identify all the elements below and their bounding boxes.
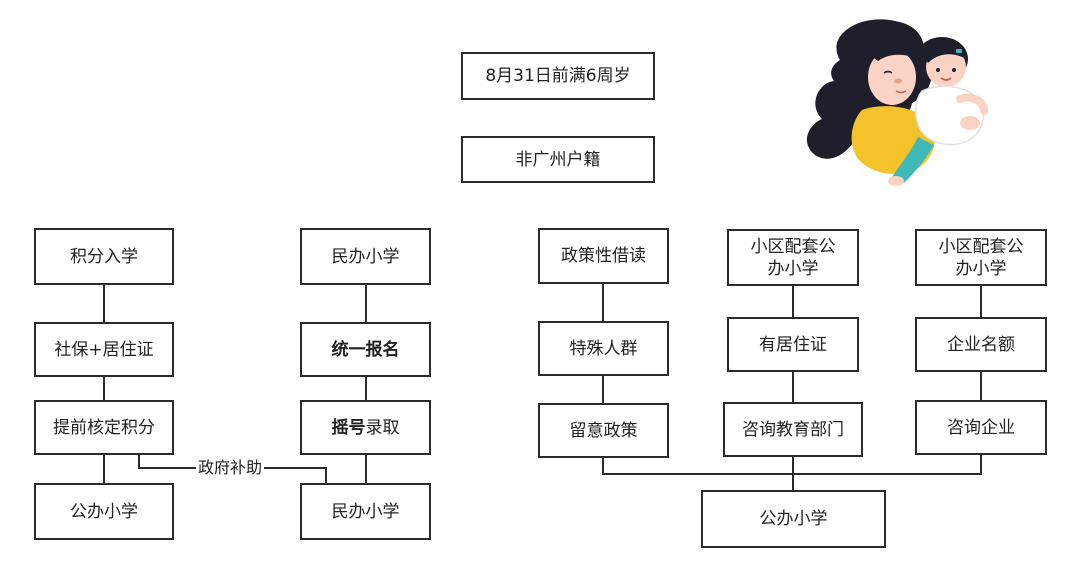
private-step2-box: 摇号录取 — [300, 400, 431, 455]
subsidy-label: 政府补助 — [196, 458, 265, 478]
community-b-title-text: 小区配套公办小学 — [938, 236, 1024, 279]
policy-step2-box: 留意政策 — [538, 403, 669, 458]
policy-step1-box: 特殊人群 — [538, 321, 669, 376]
points-step2-box: 提前核定积分 — [34, 400, 174, 455]
community-b-step1-text: 企业名额 — [947, 334, 1015, 355]
private-step1-text: 统一报名 — [331, 339, 400, 360]
policy-title-box: 政策性借读 — [538, 228, 669, 284]
points-result-text: 公办小学 — [70, 501, 138, 522]
points-step1-text: 社保+居住证 — [54, 339, 154, 360]
hukou-condition-text: 非广州户籍 — [515, 149, 601, 170]
community-a-step1-box: 有居住证 — [727, 317, 859, 372]
community-a-step2-box: 咨询教育部门 — [723, 402, 863, 457]
policy-step2-text: 留意政策 — [569, 420, 638, 441]
hukou-condition-box: 非广州户籍 — [461, 136, 655, 183]
community-a-title-box: 小区配套公办小学 — [727, 229, 859, 286]
points-step2-text: 提前核定积分 — [53, 417, 155, 438]
community-a-title-text: 小区配套公办小学 — [750, 236, 836, 279]
private-result-box: 民办小学 — [300, 483, 431, 540]
community-a-step2-text: 咨询教育部门 — [742, 419, 844, 440]
private-step2-bold-text: 摇号 — [331, 417, 366, 438]
community-b-step2-text: 咨询企业 — [947, 417, 1015, 438]
community-b-step1-box: 企业名额 — [915, 317, 1047, 372]
community-b-step2-box: 咨询企业 — [915, 400, 1047, 455]
community-a-step1-text: 有居住证 — [759, 334, 827, 355]
community-b-title-box: 小区配套公办小学 — [915, 229, 1047, 286]
mother-holding-child-illustration — [806, 19, 988, 186]
policy-title-text: 政策性借读 — [561, 246, 646, 266]
private-title-text: 民办小学 — [331, 246, 400, 267]
merged-result-text: 公办小学 — [759, 509, 828, 529]
points-title-text: 积分入学 — [70, 246, 138, 267]
points-step1-box: 社保+居住证 — [34, 322, 174, 377]
private-step2-text: 摇号录取 — [332, 417, 400, 439]
points-title-box: 积分入学 — [34, 228, 174, 285]
age-condition-text: 8月31日前满6周岁 — [485, 66, 631, 86]
private-step1-box: 统一报名 — [300, 322, 431, 377]
private-title-box: 民办小学 — [300, 228, 431, 285]
merged-result-box: 公办小学 — [701, 490, 886, 548]
private-result-text: 民办小学 — [331, 501, 400, 522]
policy-step1-text: 特殊人群 — [569, 338, 638, 359]
points-result-box: 公办小学 — [34, 483, 174, 540]
age-condition-box: 8月31日前满6周岁 — [461, 52, 655, 100]
private-step2-rest-text: 录取 — [365, 417, 400, 438]
